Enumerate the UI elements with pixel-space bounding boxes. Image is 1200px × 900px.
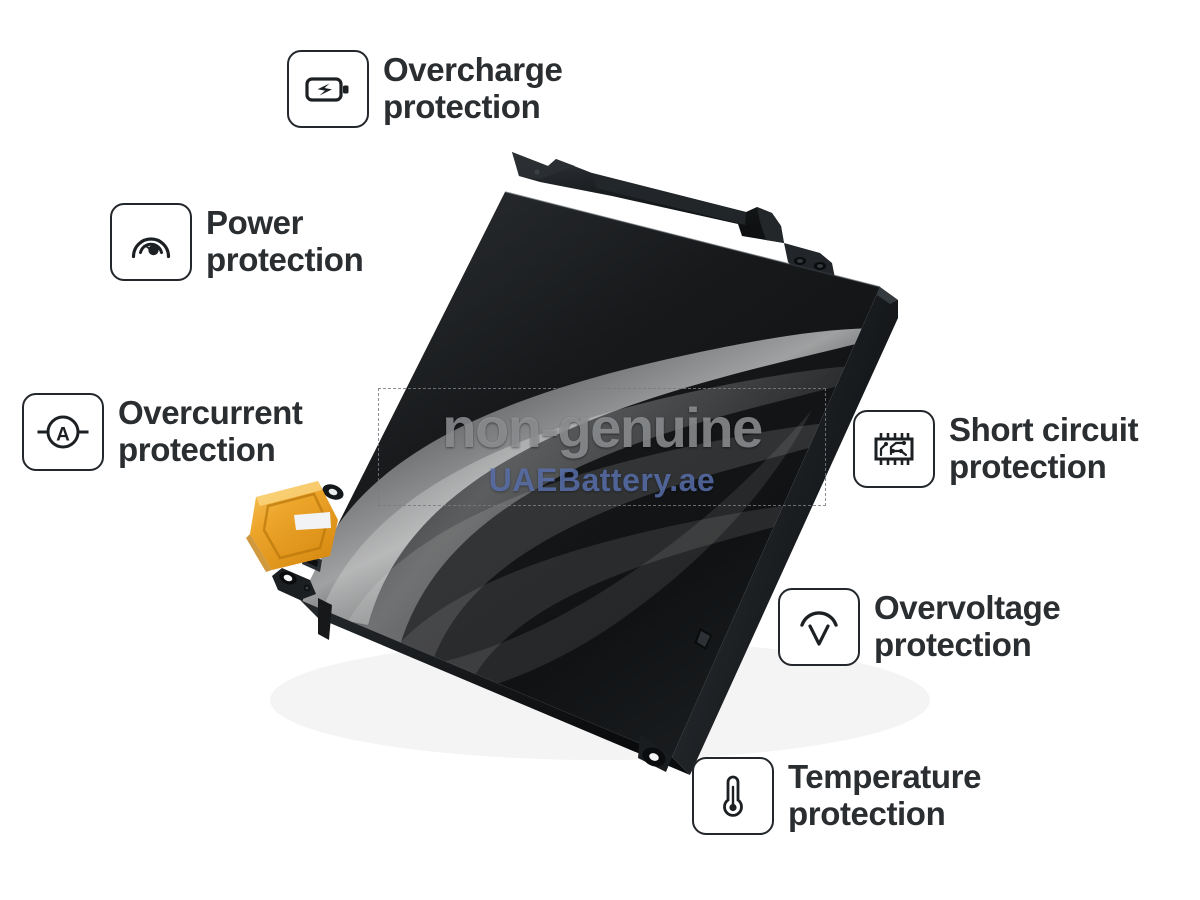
feature-overcurrent: A Overcurrent protection bbox=[22, 393, 303, 471]
battery-flex-connector bbox=[246, 481, 338, 572]
watermark-main-text: non-genuine bbox=[442, 396, 763, 459]
ammeter-icon: A bbox=[36, 414, 90, 450]
battery-top-face bbox=[300, 191, 881, 757]
chip-icon bbox=[869, 429, 919, 469]
battery-top-rail bbox=[512, 152, 784, 243]
feature-overcharge: Overcharge protection bbox=[287, 50, 563, 128]
feature-label-power: Power protection bbox=[206, 204, 364, 278]
icon-box-overvoltage bbox=[778, 588, 860, 666]
feature-label-overvoltage: Overvoltage protection bbox=[874, 589, 1061, 663]
battery-mount-tab-left bbox=[272, 552, 332, 640]
watermark-overlay: non-genuine UAEBattery.ae bbox=[378, 388, 826, 506]
battery-right-edge bbox=[672, 287, 898, 775]
feature-overvoltage: Overvoltage protection bbox=[778, 588, 1061, 666]
watermark-sub-text: UAEBattery.ae bbox=[488, 462, 716, 498]
icon-box-power bbox=[110, 203, 192, 281]
feature-label-temperature: Temperature protection bbox=[788, 758, 982, 832]
icon-box-short-circuit bbox=[853, 410, 935, 488]
thermometer-icon bbox=[718, 773, 748, 819]
icon-box-overcharge bbox=[287, 50, 369, 128]
battery-mount-tab-right-top bbox=[784, 243, 836, 283]
feature-power: Power protection bbox=[110, 203, 364, 281]
feature-label-overcharge: Overcharge protection bbox=[383, 51, 563, 125]
battery-mount-eyelet-left bbox=[322, 484, 344, 500]
feature-label-short-circuit: Short circuit protection bbox=[949, 411, 1139, 485]
battery-bolt-icon bbox=[305, 73, 351, 105]
feature-temperature: Temperature protection bbox=[692, 757, 981, 835]
feature-label-overcurrent: Overcurrent protection bbox=[118, 394, 303, 468]
feature-short-circuit: Short circuit protection bbox=[853, 410, 1139, 488]
voltmeter-arc-icon bbox=[796, 606, 842, 648]
speedometer-icon bbox=[129, 221, 173, 263]
battery-mount-eyelet-bottom bbox=[638, 735, 672, 772]
icon-box-temperature bbox=[692, 757, 774, 835]
icon-box-overcurrent: A bbox=[22, 393, 104, 471]
svg-text:A: A bbox=[56, 425, 70, 446]
battery-bottom-edge bbox=[300, 600, 690, 775]
